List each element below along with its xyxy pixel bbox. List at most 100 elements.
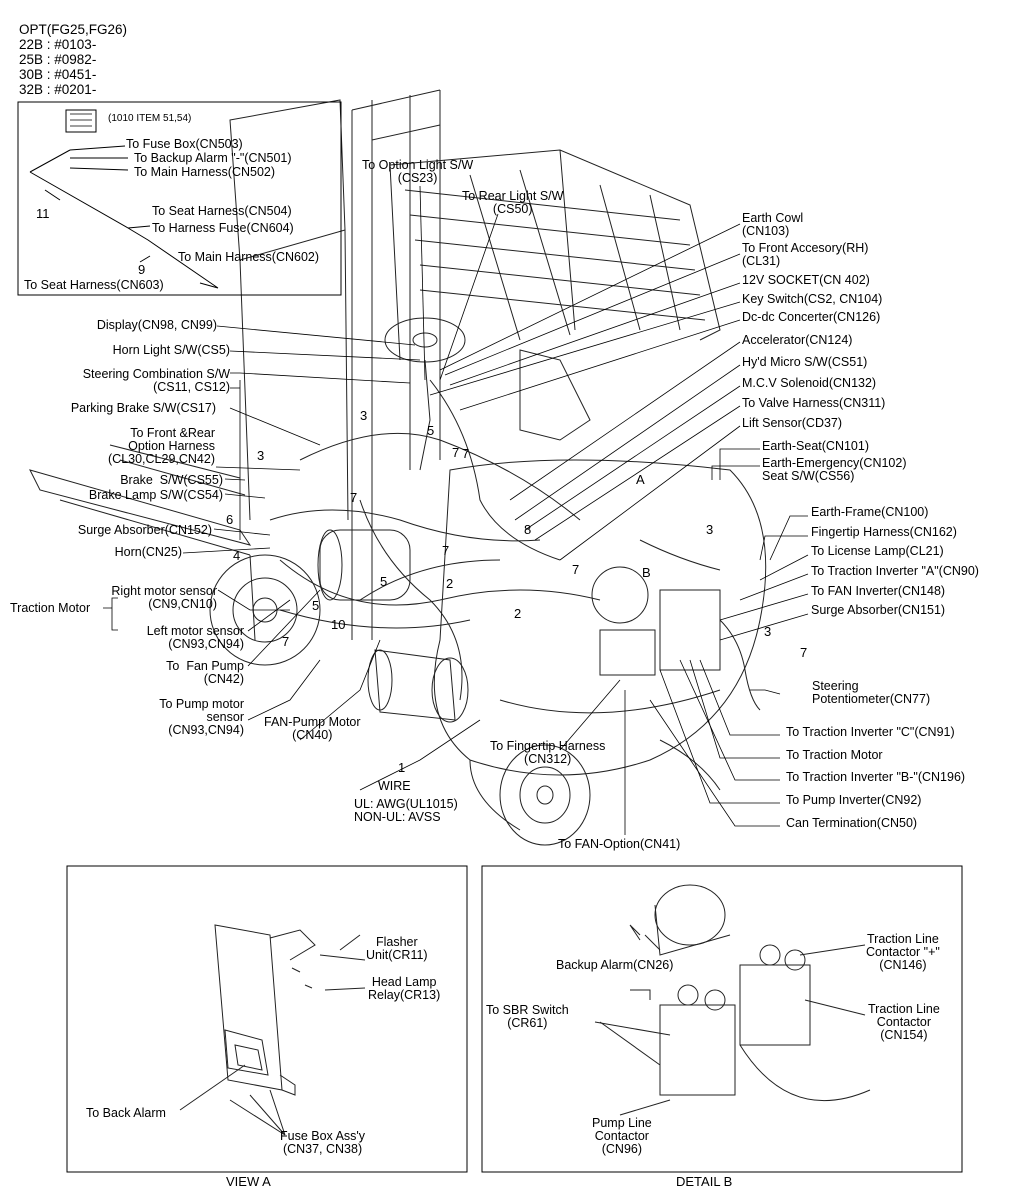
inset-label-main-harness-cn602: To Main Harness(CN602) [178, 250, 320, 264]
view-a-frame [66, 865, 468, 1173]
label-earth-cowl: Earth Cowl (CN103) [742, 211, 804, 238]
view-a-arrow-label: A [636, 472, 645, 487]
detail-b-pump-line-contactor: Pump Line Contactor (CN96) [592, 1116, 652, 1156]
label-traction-inverter-c: To Traction Inverter "C"(CN91) [786, 725, 955, 739]
inset-part-number-11: 11 [36, 206, 50, 221]
label-surge-absorber-cn152: Surge Absorber(CN152) [77, 523, 212, 537]
label-key-switch: Key Switch(CS2, CN104) [742, 292, 883, 306]
forklift-drawing [29, 89, 767, 846]
detail-b-traction-line-contactor: Traction Line Contactor (CN154) [868, 1002, 940, 1042]
label-valve-harness: To Valve Harness(CN311) [742, 396, 886, 410]
model-option-title: OPT(FG25,FG26) [19, 22, 128, 37]
inset-drawing [29, 109, 219, 289]
label-traction-motor: Traction Motor [10, 601, 91, 615]
label-license-lamp: To License Lamp(CL21) [811, 544, 944, 558]
callout-10: 10 [331, 617, 346, 632]
label-hyd-micro-switch: Hy'd Micro S/W(CS51) [742, 355, 868, 369]
label-surge-absorber-cn151: Surge Absorber(CN151) [811, 603, 946, 617]
inset-label-harness-fuse: To Harness Fuse(CN604) [152, 221, 294, 235]
label-can-termination: Can Termination(CN50) [786, 816, 918, 830]
view-a-back-alarm: To Back Alarm [86, 1106, 166, 1120]
label-option-light-switch: To Option Light S/W (CS23) [362, 158, 474, 185]
inset-label-seat-harness-cn504: To Seat Harness(CN504) [152, 204, 292, 218]
callout-3-front: 3 [257, 448, 265, 463]
label-brake-lamp-switch: Brake Lamp S/W(CS54) [88, 488, 223, 502]
label-mcv-solenoid: M.C.V Solenoid(CN132) [742, 376, 877, 390]
label-steering-potentiometer: Steering Potentiometer(CN77) [812, 679, 931, 706]
label-front-accessory-rh: To Front Accesory(RH) (CL31) [742, 241, 869, 268]
inset-item-ref: (1010 ITEM 51,54) [108, 113, 192, 124]
label-earth-frame: Earth-Frame(CN100) [811, 505, 929, 519]
detail-b-frame [481, 865, 963, 1173]
wire-part-number: 1 [398, 760, 406, 775]
view-a-flasher-unit: Flasher Unit(CR11) [366, 935, 428, 962]
label-earth-seat: Earth-Seat(CN101) [762, 439, 869, 453]
detail-b-traction-line-contactor-plus: Traction Line Contactor "+" (CN146) [866, 932, 940, 972]
callout-3-right: 3 [706, 522, 714, 537]
label-fan-option: To FAN-Option(CN41) [558, 837, 681, 851]
callout-7-middle: 7 [442, 543, 450, 558]
label-traction-inverter-b: To Traction Inverter "B-"(CN196) [786, 770, 966, 784]
callout-3-far-right: 3 [764, 624, 772, 639]
label-display: Display(CN98, CN99) [96, 318, 217, 332]
label-left-motor-sensor: Left motor sensor (CN93,CN94) [146, 624, 244, 651]
label-earth-emergency-seat-switch: Earth-Emergency(CN102) Seat S/W(CS56) [762, 456, 907, 483]
label-fan-pump-motor: FAN-Pump Motor (CN40) [264, 715, 361, 742]
label-fan-inverter: To FAN Inverter(CN148) [811, 584, 946, 598]
detail-b-title: DETAIL B [676, 1174, 733, 1189]
wire-spec: UL: AWG(UL1015) NON-UL: AVSS [354, 797, 458, 824]
callout-7-column: 7 [452, 445, 460, 460]
serial-22b: 22B : #0103- [19, 37, 97, 52]
callout-2-right: 2 [514, 606, 522, 621]
label-steering-combination-switch: Steering Combination S/W (CS11, CS12) [82, 367, 230, 394]
callout-7-far-right: 7 [800, 645, 808, 660]
detail-b-backup-alarm: Backup Alarm(CN26) [556, 958, 674, 972]
label-traction-inverter-a: To Traction Inverter "A"(CN90) [811, 564, 979, 578]
label-lift-sensor: Lift Sensor(CD37) [742, 416, 843, 430]
detail-b-marker-label: B [642, 565, 651, 580]
label-pump-inverter: To Pump Inverter(CN92) [786, 793, 922, 807]
view-a-fuse-box-assy: Fuse Box Ass'y (CN37, CN38) [280, 1129, 366, 1156]
callout-7-front: 7 [350, 490, 358, 505]
label-dc-dc-converter: Dc-dc Concerter(CN126) [742, 310, 881, 324]
label-right-motor-sensor: Right motor sensor (CN9,CN10) [111, 584, 217, 611]
callout-5-steering: 5 [427, 423, 435, 438]
callout-8: 8 [524, 522, 532, 537]
label-accelerator: Accelerator(CN124) [742, 333, 853, 347]
label-fan-pump: To Fan Pump (CN42) [166, 659, 244, 686]
leader-lines-top [419, 185, 499, 381]
label-front-rear-option-harness: To Front &Rear Option Harness (CL30,CL29… [108, 426, 215, 466]
inset-label-seat-harness-cn603: To Seat Harness(CN603) [24, 278, 164, 292]
label-traction-motor-right: To Traction Motor [786, 748, 883, 762]
label-pump-motor-sensor: To Pump motor sensor (CN93,CN94) [159, 697, 244, 737]
view-a-head-lamp-relay: Head Lamp Relay(CR13) [368, 975, 441, 1002]
view-a-title: VIEW A [226, 1174, 271, 1189]
detail-b-sbr-switch: To SBR Switch (CR61) [486, 1003, 569, 1030]
callout-3-steering: 3 [360, 408, 368, 423]
inset-label-fuse-box: To Fuse Box(CN503) [126, 137, 243, 151]
view-a-drawing [179, 924, 366, 1136]
inset-frame [17, 101, 342, 296]
serial-25b: 25B : #0982- [19, 52, 97, 67]
callout-2-middle: 2 [446, 576, 454, 591]
model-header: OPT(FG25,FG26) 22B : #0103- 25B : #0982-… [19, 22, 127, 97]
label-12v-socket: 12V SOCKET(CN 402) [742, 273, 870, 287]
callout-7-lower: 7 [282, 634, 290, 649]
callout-6: 6 [226, 512, 234, 527]
label-horn-light-switch: Horn Light S/W(CS5) [112, 343, 230, 357]
leader-lines-left [103, 325, 421, 721]
callout-5-middle: 5 [380, 574, 388, 589]
inset-part-number-9: 9 [138, 262, 146, 277]
label-horn: Horn(CN25) [114, 545, 182, 559]
detail-b-drawing [594, 884, 871, 1116]
inset-label-backup-alarm: To Backup Alarm "-"(CN501) [134, 151, 292, 165]
label-parking-brake-switch: Parking Brake S/W(CS17) [70, 401, 216, 415]
callout-7-hidden: 7 [462, 446, 470, 461]
callout-5-lower: 5 [312, 598, 320, 613]
label-rear-light-switch: To Rear Light S/W (CS50) [462, 189, 564, 216]
leader-lines-right [299, 223, 809, 835]
callout-4: 4 [233, 548, 241, 563]
label-brake-switch: Brake S/W(CS55) [120, 473, 223, 487]
